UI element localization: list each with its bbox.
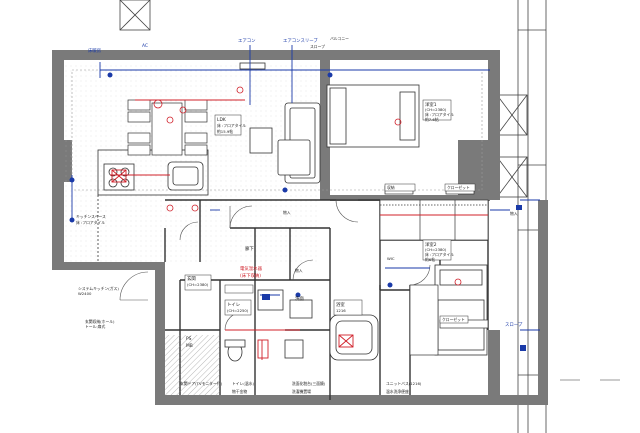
bedroom1-area: 約7.6帖	[425, 117, 439, 122]
slope-note: スロープ	[310, 44, 325, 49]
entrance-label: 玄関	[187, 275, 196, 282]
closet-a-label: 収納	[387, 185, 395, 190]
dining-set	[127, 99, 208, 156]
laundry-note: 洗面化粧台(三面鏡)	[292, 381, 326, 386]
kitchen-label: キッチンスペース	[76, 214, 106, 219]
storage-note: 物干金物	[232, 389, 247, 394]
slope-note-2: スロープ	[505, 322, 523, 328]
storage-a-label: 物入	[283, 210, 291, 215]
storage-b-label: 物入	[295, 268, 303, 273]
closet-b-label: クローゼット	[447, 185, 470, 190]
washroom-label: 洗面	[295, 295, 304, 302]
aircon-sleeve-note: エアコンスリーブ	[283, 37, 318, 44]
ps-label: PS	[186, 336, 192, 342]
bed-1	[326, 84, 420, 148]
bedroom1-floor: 床 :フロアタイル	[425, 112, 454, 117]
entrance-spec: (CH=2380)	[187, 282, 209, 287]
bedroom2-label: 洋室2	[425, 241, 437, 248]
ldk-floor-label: 床 :フロアタイル	[217, 123, 246, 128]
balcony-note: バルコニー	[330, 36, 349, 41]
mb-label: MB	[186, 343, 193, 349]
system-kitchen-note: システムキッチン(ガス)	[78, 286, 119, 291]
bath-label: 浴室	[336, 301, 345, 308]
annotation-boxes	[184, 99, 476, 324]
shelf-note: 物入	[510, 211, 518, 216]
sofa-set	[239, 62, 321, 184]
outlet-symbols	[69, 72, 526, 351]
kitchen-floor-label: 床 :フロアタイル	[76, 220, 105, 225]
kitchen-width-note: W2400	[78, 291, 92, 296]
wic-label: WIC	[387, 256, 395, 261]
entrance-storage-label: 玄関収納(ホール)	[85, 319, 115, 324]
ldk-label: LDK	[217, 117, 226, 123]
floor-heating-note: 床暖房	[88, 47, 102, 54]
bedroom2-floor: 床 :フロアタイル	[425, 252, 454, 257]
bedroom2-spec: (CH=2380)	[425, 247, 447, 252]
bedroom1-spec: (CH=2380)	[425, 107, 447, 112]
shoes-note: トイレ(温水)	[232, 381, 254, 386]
red-note-2: (床下収納)	[240, 272, 261, 279]
red-note-1: 電気温水器	[240, 265, 263, 272]
ac2-note: AC	[142, 43, 148, 49]
hall-label: 廊下	[245, 245, 254, 252]
washer-note: 洗濯機置場	[292, 389, 311, 394]
toilet-note: 温水洗浄便座	[386, 389, 409, 394]
toilet-spec: (CH=2250)	[227, 308, 249, 313]
bath-note: ユニットバス(1216)	[386, 381, 422, 386]
bath-size-label: 1216	[336, 308, 346, 313]
door-bell-note: 玄関ドア(TVモニター付)	[180, 381, 223, 386]
kitchen-counter	[97, 149, 209, 262]
closet-c-label: クローゼット	[442, 317, 465, 322]
shoe-note-label: トール:扉式	[85, 324, 105, 329]
electric-lines-red	[110, 99, 488, 360]
electric-lines-blue	[71, 45, 540, 331]
bed-2	[434, 264, 488, 356]
ac1-note: エアコン	[238, 38, 256, 44]
entrance-floor	[165, 335, 220, 395]
ldk-area-label: 約15.9帖	[217, 129, 233, 134]
bedroom2-area: 約6帖	[425, 257, 435, 262]
bedroom1-label: 洋室1	[425, 101, 437, 108]
toilet-label: トイレ	[227, 303, 240, 308]
